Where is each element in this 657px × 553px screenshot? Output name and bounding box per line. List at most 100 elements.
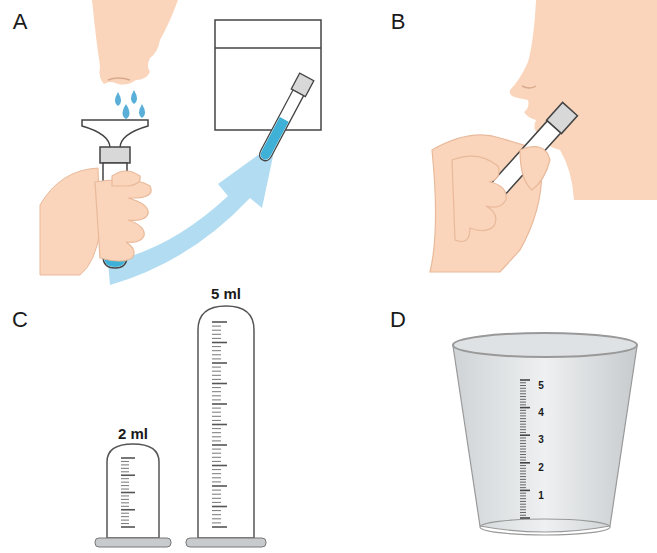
scale-tick (212, 473, 221, 474)
scale-tick (520, 432, 526, 433)
sample-bag (215, 20, 321, 130)
lips (108, 78, 130, 80)
scale-tick (212, 436, 221, 437)
scale-tick (212, 477, 221, 478)
scale-tick (520, 396, 526, 397)
scale-tick (121, 464, 129, 465)
scale-tick (520, 410, 526, 411)
bagged-tube (256, 73, 314, 164)
scale-number: 5 (538, 381, 544, 391)
scale-tick (121, 461, 129, 462)
scale-ticks (121, 322, 530, 527)
scale-tick (520, 451, 526, 452)
scale-tick (520, 434, 530, 436)
drop (139, 104, 145, 118)
scale-tick (212, 383, 227, 385)
scale-tick (520, 393, 526, 394)
scale-tick (212, 526, 227, 528)
scale-tick (212, 395, 221, 396)
tube-body (257, 90, 303, 163)
scale-tick (520, 413, 526, 414)
scale-tick (520, 473, 526, 474)
scale-tick (212, 506, 227, 508)
volume-label: 5 ml (211, 286, 241, 301)
scale-tick (520, 517, 530, 519)
scale-tick (520, 437, 526, 438)
tube-liquid (259, 117, 289, 161)
scale-tick (121, 513, 129, 514)
cup-rim (453, 333, 637, 357)
scale-tick (121, 489, 129, 490)
scale-tick (212, 367, 221, 368)
syringe-2ml (107, 444, 159, 538)
scale-tick (212, 453, 221, 454)
scale-tick (212, 342, 227, 344)
scale-tick (212, 498, 221, 499)
scale-tick (212, 485, 227, 487)
scale-tick (520, 484, 526, 485)
scale-tick (121, 468, 129, 469)
scale-tick (212, 362, 227, 364)
scale-tick (121, 474, 135, 476)
syringe-base (95, 538, 171, 547)
scale-tick (520, 471, 526, 472)
scale-tick (520, 402, 526, 403)
scale-tick (212, 338, 221, 339)
scale-tick (520, 509, 526, 510)
scale-tick (212, 371, 221, 372)
scale-tick (212, 416, 221, 417)
scale-tick (520, 443, 526, 444)
scale-tick (212, 399, 221, 400)
scale-tick (212, 510, 221, 511)
nostril (522, 86, 536, 88)
panel-letter: A (13, 11, 28, 33)
scale-tick (212, 321, 227, 323)
scale-tick (212, 449, 221, 450)
panel-letter: C (12, 309, 28, 331)
scale-tick (520, 504, 526, 505)
scale-tick (212, 465, 227, 467)
drop (123, 104, 130, 119)
scale-tick (520, 498, 526, 499)
saliva-drops (115, 90, 145, 119)
syringe-base (186, 538, 266, 547)
scale-tick (212, 444, 227, 446)
scale-tick (520, 515, 526, 516)
funnel (82, 120, 148, 148)
scale-tick (212, 387, 221, 388)
drop (131, 90, 137, 104)
scale-tick (212, 428, 221, 429)
scale-tick (520, 468, 526, 469)
scale-tick (520, 479, 526, 480)
scale-tick (520, 391, 526, 392)
scale-tick (121, 471, 129, 472)
scale-tick (520, 426, 526, 427)
scale-tick (121, 457, 135, 459)
scale-number: 1 (538, 491, 544, 501)
scale-tick (520, 454, 526, 455)
panel-letter: D (390, 309, 406, 331)
scale-tick (520, 460, 526, 461)
scale-tick (520, 493, 526, 494)
scale-tick (520, 440, 526, 441)
thumb (112, 171, 140, 186)
thumb (520, 147, 550, 190)
scale-tick (212, 514, 221, 515)
scale-tick (121, 499, 129, 500)
scale-tick (212, 424, 227, 426)
scale-tick (212, 420, 221, 421)
scale-tick (520, 465, 526, 466)
funnel-collar (100, 147, 130, 163)
scale-tick (121, 485, 129, 486)
scale-tick (520, 415, 526, 416)
scale-tick (520, 446, 526, 447)
scale-tick (520, 421, 526, 422)
volume-label: 2 ml (118, 426, 148, 441)
scale-tick (212, 334, 221, 335)
scale-tick (212, 457, 221, 458)
scale-tick (212, 375, 221, 376)
bag-seal (215, 47, 321, 49)
scale-tick (212, 346, 221, 347)
scale-tick (212, 522, 221, 523)
scale-tick (520, 388, 526, 389)
